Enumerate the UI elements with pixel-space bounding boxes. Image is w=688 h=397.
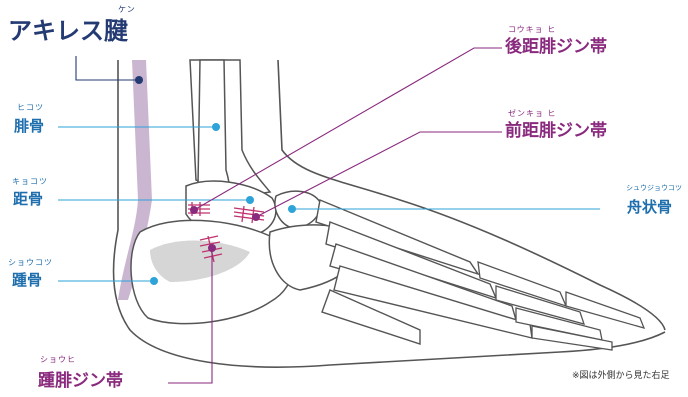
talus-label: 距骨: [13, 192, 43, 207]
calcaneus-ruby: ショウコツ: [8, 259, 53, 267]
navicular-label: 舟状骨: [627, 200, 672, 215]
achilles-label: アキレス腱: [8, 19, 128, 43]
calcaneofibular-label: 踵腓ジン帯: [38, 373, 123, 390]
achilles-leader: [76, 56, 139, 80]
navicular-bone: [275, 191, 320, 228]
anterior-talofibular-label: 前距腓ジン帯: [505, 123, 607, 140]
navicular-ruby: シュウジョウコツ: [626, 185, 682, 192]
anterior-talofibular-ruby: ゼンキョ ヒ: [508, 110, 557, 118]
posterior-talofibular-label: 後距腓ジン帯: [505, 39, 607, 56]
achilles-ruby: ケン: [118, 6, 136, 14]
fibula-label: 腓骨: [14, 119, 44, 134]
calcaneus-label: 踵骨: [12, 273, 42, 288]
fibula-ruby: ヒコツ: [17, 104, 44, 112]
view-note: ※図は外側から見た右足: [572, 372, 670, 381]
calcaneofibular-ruby: ショウヒ: [40, 356, 76, 364]
talus-ruby: キョコツ: [12, 178, 48, 186]
posterior-talofibular-ruby: コウキョ ヒ: [508, 26, 556, 34]
